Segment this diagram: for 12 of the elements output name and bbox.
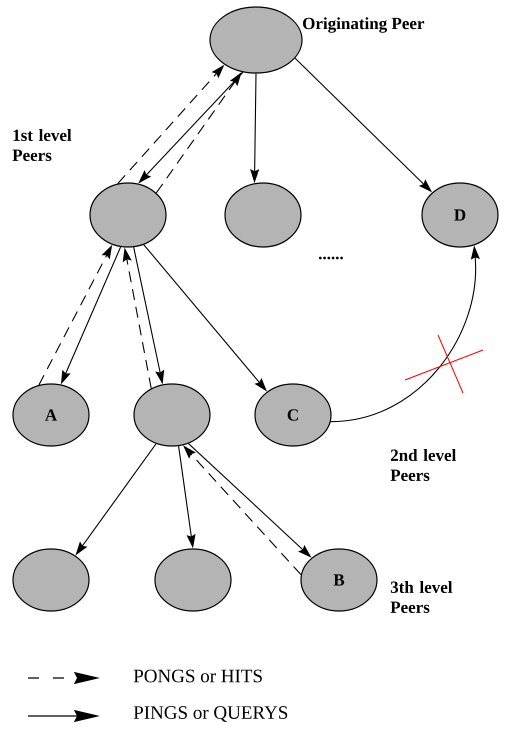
node-caption: Originating Peer bbox=[303, 17, 424, 33]
level-label: 2nd level Peers bbox=[390, 449, 456, 481]
peer-ellipse bbox=[89, 182, 167, 248]
legend-text: PINGS or QUERYS bbox=[134, 706, 288, 722]
level-label: 1st level Peers bbox=[12, 129, 72, 161]
peer-ellipse bbox=[133, 383, 211, 447]
peer-ellipse bbox=[224, 182, 302, 248]
legend-text: PONGS or HITS bbox=[134, 670, 262, 682]
level-label: ...... bbox=[318, 256, 343, 260]
peer-ellipse bbox=[12, 548, 90, 612]
peer-ellipse bbox=[209, 6, 303, 74]
peer-ellipse bbox=[154, 548, 232, 612]
